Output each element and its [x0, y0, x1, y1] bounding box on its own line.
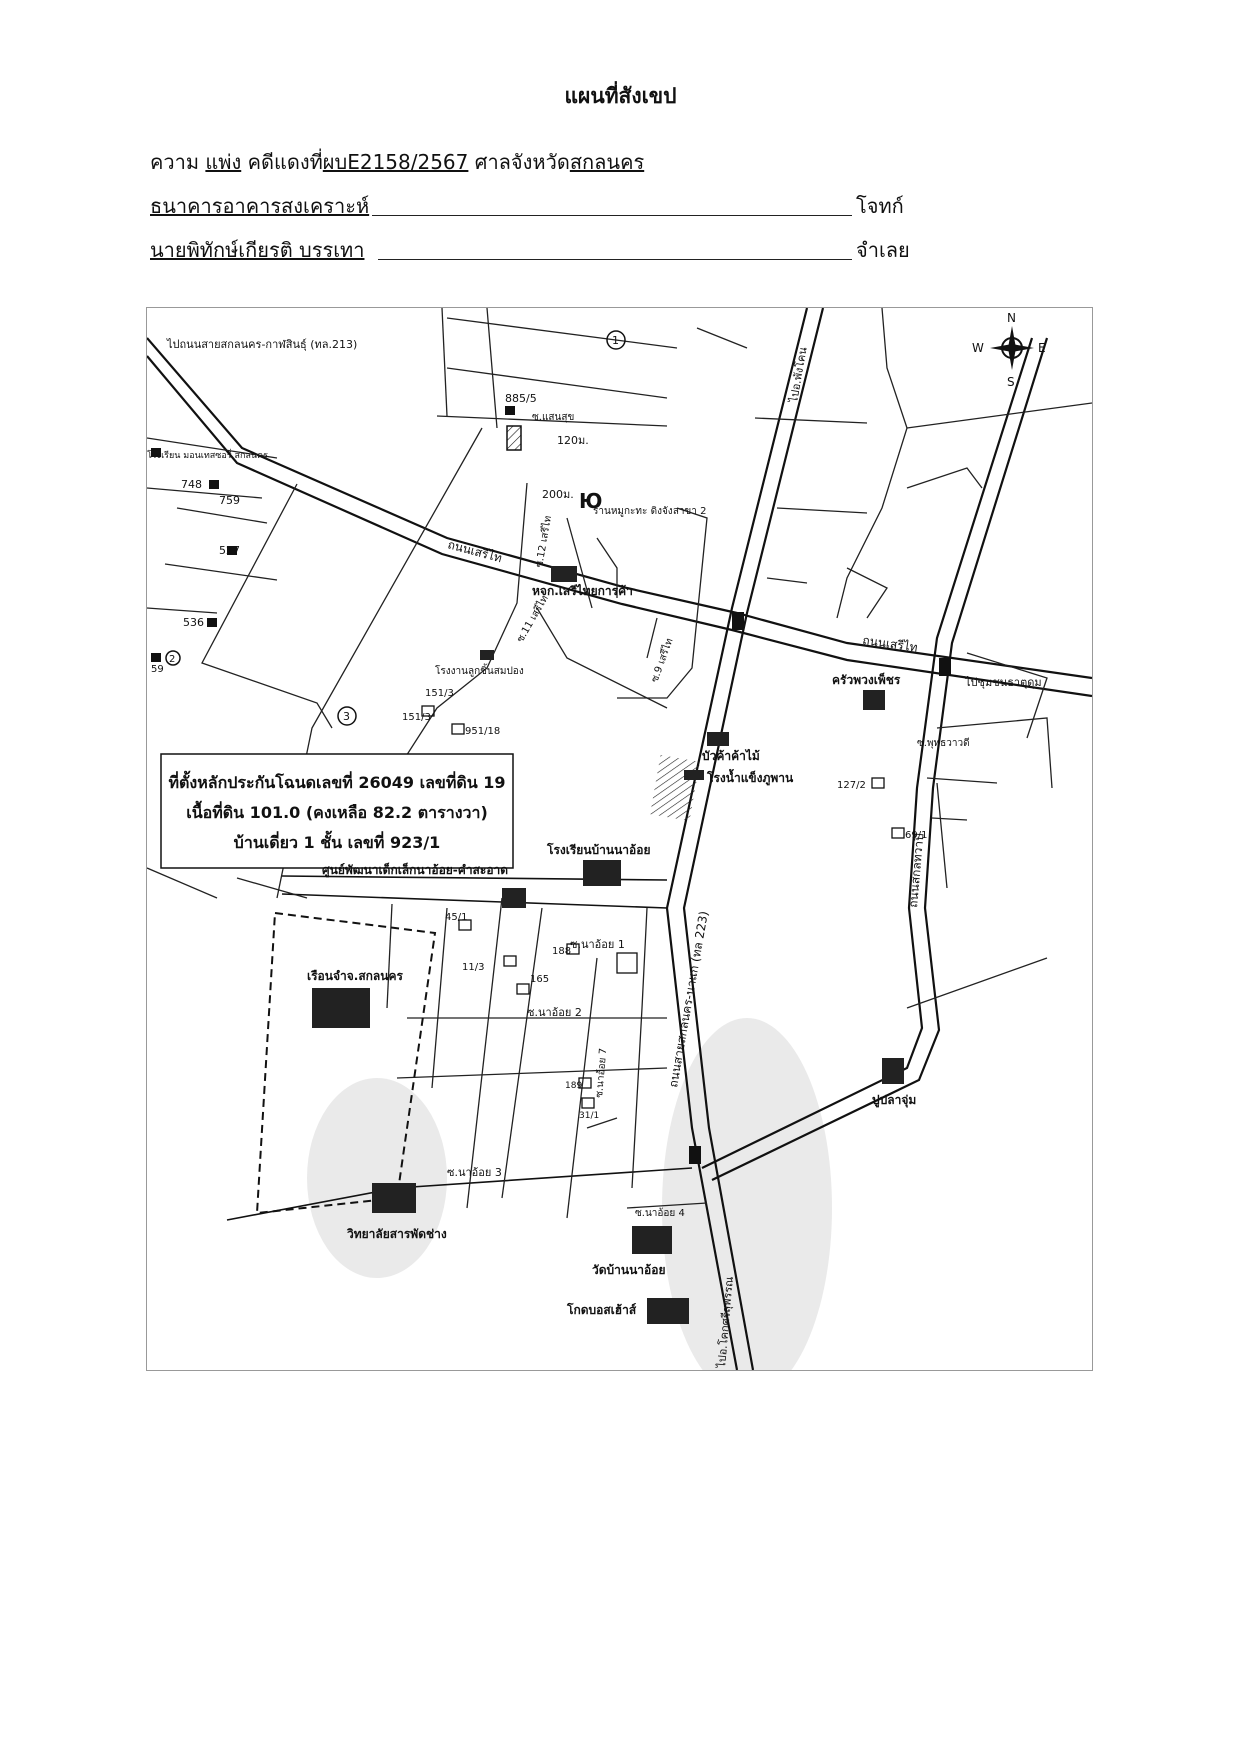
road-seri-thai: [146, 337, 1093, 698]
label-house-536: 536: [183, 616, 204, 629]
compass-e: E: [1038, 341, 1046, 355]
label-shop-seri: หจก.เสรีไทยการค้า: [532, 583, 633, 598]
label-temple: วัดบ้านนาอ้อย: [592, 1263, 665, 1277]
label-soi-naoi3: ซ.นาอ้อย 3: [447, 1166, 502, 1179]
label-road-right: ถนนสกลทวาปี: [906, 833, 926, 909]
label-soi-naoi2: ซ.นาอ้อย 2: [527, 1006, 582, 1019]
label-house-59: 59: [151, 664, 164, 675]
label-house-527: 527: [219, 544, 240, 557]
collateral-info-box: [160, 753, 514, 869]
info-line-3: บ้านเดี่ยว 1 ชั้น เลขที่ 923/1: [234, 830, 441, 852]
plaintiff-name: ธนาคารอาคารสงเคราะห์: [150, 194, 370, 218]
shaded-area: [307, 1018, 832, 1398]
house-markers: [151, 406, 515, 662]
label-house-45: 45/1: [445, 912, 467, 923]
label-house-1272: 127/2: [837, 780, 866, 791]
label-school-top-left: โรงเรียน มอนเทสซอรี่ สกลนคร: [147, 448, 268, 461]
case-type: แพ่ง: [205, 150, 242, 174]
label-soi-seri9: ซ.9 เสรีไท: [649, 637, 676, 684]
compass-w: W: [972, 341, 984, 355]
label-goldbox: โกดบอสเฮ้าส์: [566, 1302, 637, 1317]
label-house-885: 885/5: [505, 392, 537, 405]
circle-markers: [165, 330, 626, 726]
info-line-1: ที่ตั้งหลักประกันโฉนดเลขที่ 26049 เลขที่…: [168, 770, 505, 792]
plaintiff-role: โจทก์: [856, 194, 904, 218]
label-soi-naoi1: ซ.นาอ้อย 1: [570, 938, 625, 951]
label-house-759: 759: [219, 494, 240, 507]
defendant-underline: [378, 259, 852, 260]
hatched-strip: [650, 754, 700, 822]
label-factory-rubber: โรงงานลูกชิ้นสมปอง: [435, 663, 524, 677]
circle-3-label: 3: [343, 710, 350, 723]
circle-2-label: 2: [169, 654, 175, 665]
label-soi-nonsung: ซ.แสนสุข: [532, 412, 574, 423]
label-crab: ปูปลาจุ่ม: [872, 1093, 916, 1108]
court-prefix: ศาลจังหวัด: [474, 150, 570, 174]
label-wood-shop: บัวค้าค้าไม้: [702, 748, 760, 763]
label-house-95118: 951/18: [465, 726, 500, 737]
label-road-main-right: ถนนเสรีไท: [862, 633, 919, 655]
label-soi-phutthawat: ซ.พุทธวาวดี: [917, 737, 970, 749]
label-soi-seri12: ซ.12 เสรีไท: [533, 515, 554, 569]
label-soi-naoi4: ซ.นาอ้อย 4: [635, 1207, 685, 1219]
label-to-bueng: ไปชุมชนธาตุดุม: [964, 676, 1042, 689]
building-icons: [312, 566, 904, 1324]
label-soi-naoi7: ซ.นาอ้อย 7: [593, 1048, 609, 1099]
circle-1-label: 1: [612, 334, 619, 347]
road-sakon-thawapi: [701, 337, 1049, 1181]
envelope-markers: [421, 705, 905, 1109]
info-line-2: เนื้อที่ดิน 101.0 (คงเหลือ 82.2 ตารางวา): [186, 800, 488, 822]
restaurant-icon: Ю: [579, 489, 602, 513]
label-child-center: ศูนย์พัฒนาเด็กเล็กนาอ้อย-คำสะอาด: [322, 862, 508, 878]
label-road-main: ถนนเสรีไท: [446, 537, 503, 565]
label-house-311: 31/1: [579, 1111, 599, 1121]
defendant-role: จำเลย: [856, 238, 910, 262]
defendant-name: นายพิทักษ์เกียรติ บรรเทา: [150, 238, 365, 262]
compass-n: N: [1007, 311, 1016, 325]
label-school-naoi: โรงเรียนบ้านนาอ้อย: [546, 842, 650, 857]
label-house-189: 189: [565, 1081, 582, 1091]
compass-s: S: [1007, 375, 1015, 389]
label-dist-120: 120ม.: [557, 434, 589, 447]
label-dist-200: 200ม.: [542, 488, 574, 501]
prison-boundary: [255, 911, 437, 1215]
label-soi-seri11: ซ.11 เสรีไท: [514, 593, 551, 644]
subject-parcel: [506, 425, 522, 451]
label-house-1513b: 151/3: [402, 712, 431, 723]
label-restaurant: ร้านหมูกะทะ ดิงจังลาขา 2: [593, 505, 706, 517]
label-house-113: 11/3: [462, 962, 484, 973]
label-house-1513a: 151/3: [425, 688, 454, 699]
court-name: สกลนคร: [569, 150, 645, 174]
label-prison: เรือนจำจ.สกลนคร: [307, 969, 403, 983]
label-highway-top-left: ไปถนนสายสกลนคร-กาฬสินธุ์ (ทล.213): [166, 338, 357, 351]
label-house-188: 188: [552, 946, 571, 957]
case-prefix: ความ: [150, 150, 200, 174]
sketch-map: N S E W: [146, 307, 1093, 1398]
page-title: แผนที่สังเขป: [564, 84, 677, 108]
label-house-691: 69/1: [905, 830, 927, 841]
label-house-748: 748: [181, 478, 202, 491]
case-number: ผบE2158/2567: [322, 150, 469, 174]
case-line: ความ แพ่ง คดีแดงที่ผบE2158/2567 ศาลจังหว…: [150, 146, 644, 178]
minor-roads: [146, 307, 1093, 1219]
label-house-165: 165: [530, 974, 549, 985]
plaintiff-underline: [372, 215, 852, 216]
label-college: วิทยาลัยสารพัดช่าง: [347, 1227, 447, 1241]
label-ice-factory: โรงน้ำแข็งภูพาน: [706, 768, 794, 786]
case-label-no: คดีแดงที่: [247, 150, 323, 174]
traffic-light-icon: [689, 612, 951, 1164]
compass-icon: N S E W: [972, 311, 1046, 389]
label-restaurant-pet: ครัวพวงเพ็ชร: [832, 672, 901, 687]
